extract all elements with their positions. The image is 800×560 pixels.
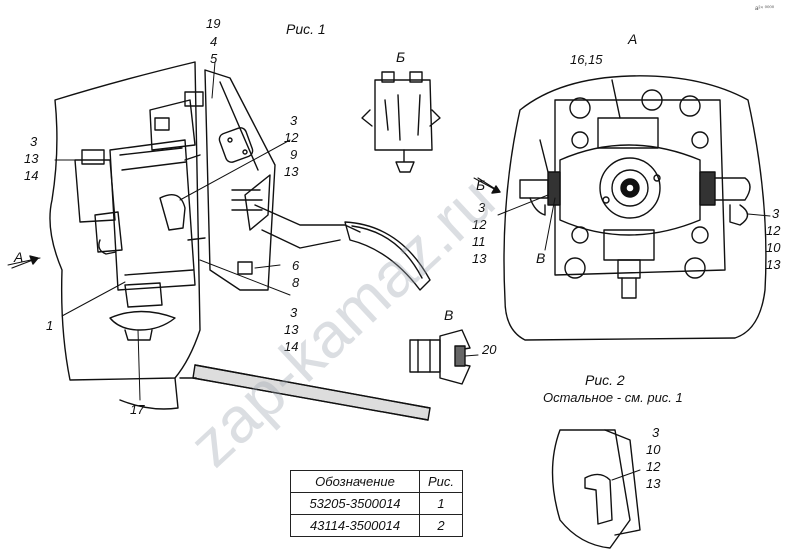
callout-a-left-11: 11 <box>472 234 486 249</box>
callout-a-left-3: 3 <box>478 200 486 215</box>
table-cell-code: 53205-3500014 <box>290 492 420 515</box>
callout-low-14: 14 <box>284 339 298 354</box>
cab-panel-outline <box>49 61 201 410</box>
callout-5: 5 <box>210 51 218 66</box>
figure-captions: Рис. 1 Рис. 2 Остальное - см. рис. 1 <box>286 21 683 405</box>
fig2-detail <box>551 429 641 549</box>
table-header-designation: Обозначение <box>290 470 420 493</box>
table-cell-code: 43114-3500014 <box>290 514 420 537</box>
view-b-sketch <box>361 71 441 173</box>
callout-a-right-12: 12 <box>766 223 781 238</box>
view-a-flange <box>554 89 726 279</box>
view-v-label: В <box>444 307 453 323</box>
callout-17: 17 <box>130 402 145 417</box>
callout-left-13: 13 <box>24 151 39 166</box>
brake-pedal <box>254 204 431 291</box>
callout-a-left-13: 13 <box>472 251 487 266</box>
callout-labels: 19 4 5 3 13 14 3 12 9 13 6 8 3 13 14 1 1… <box>24 16 781 491</box>
table-header-row: Обозначение Рис. <box>290 470 463 493</box>
callout-mid-9: 9 <box>290 147 297 162</box>
callout-f2-13: 13 <box>646 476 661 491</box>
view-a-label: А <box>627 31 637 47</box>
table-cell-figure: 2 <box>419 514 463 537</box>
callout-f2-10: 10 <box>646 442 661 457</box>
watermark: zap-kamaz.ru <box>175 163 508 480</box>
table-row: 53205-3500014 1 <box>290 492 463 515</box>
callout-a-left-12: 12 <box>472 217 487 232</box>
corner-mark: а²⁴ ⁰⁰⁰⁰ <box>755 5 775 12</box>
fig2-note: Остальное - см. рис. 1 <box>543 390 683 405</box>
arrow-b-label: Б <box>476 177 485 193</box>
view-a-panel <box>503 75 767 341</box>
brake-valve-body <box>74 91 253 341</box>
callout-low-3: 3 <box>290 305 298 320</box>
callout-19: 19 <box>206 16 220 31</box>
callout-16-15: 16,15 <box>570 52 603 67</box>
callout-a-right-10: 10 <box>766 240 781 255</box>
view-v-detail <box>409 329 479 385</box>
view-labels: А Б В А Б В <box>13 31 637 323</box>
callout-8: 8 <box>292 275 300 290</box>
callout-mid-12: 12 <box>284 130 299 145</box>
fig2-title: Рис. 2 <box>585 372 625 388</box>
callout-f2-3: 3 <box>652 425 660 440</box>
table-header-figure: Рис. <box>419 470 463 493</box>
arrow-b-indicator[interactable] <box>477 177 501 194</box>
floor-mat <box>179 364 431 421</box>
designation-table: Обозначение Рис. 53205-3500014 1 43114-3… <box>290 470 463 537</box>
arrow-a-label: А <box>13 249 23 265</box>
leader-lines-view-a <box>473 177 771 251</box>
leader-lines-fig1 <box>7 61 291 401</box>
callout-left-14: 14 <box>24 168 38 183</box>
callout-6: 6 <box>292 258 300 273</box>
callout-left-3: 3 <box>30 134 38 149</box>
callout-low-13: 13 <box>284 322 299 337</box>
table-cell-figure: 1 <box>419 492 463 515</box>
callout-20: 20 <box>481 342 497 357</box>
arrow-a-indicator[interactable] <box>11 255 39 269</box>
callout-a-right-3: 3 <box>772 206 780 221</box>
pedal-bracket <box>204 69 276 291</box>
table-row: 43114-3500014 2 <box>290 514 463 537</box>
callout-4: 4 <box>210 34 217 49</box>
view-v-pointer-label: В <box>536 250 545 266</box>
fig1-title: Рис. 1 <box>286 21 326 37</box>
callout-mid-13: 13 <box>284 164 299 179</box>
view-b-label: Б <box>396 49 405 65</box>
callout-mid-3: 3 <box>290 113 298 128</box>
callout-1: 1 <box>46 318 53 333</box>
callout-a-right-13: 13 <box>766 257 781 272</box>
view-a-valve <box>519 79 751 299</box>
callout-f2-12: 12 <box>646 459 661 474</box>
